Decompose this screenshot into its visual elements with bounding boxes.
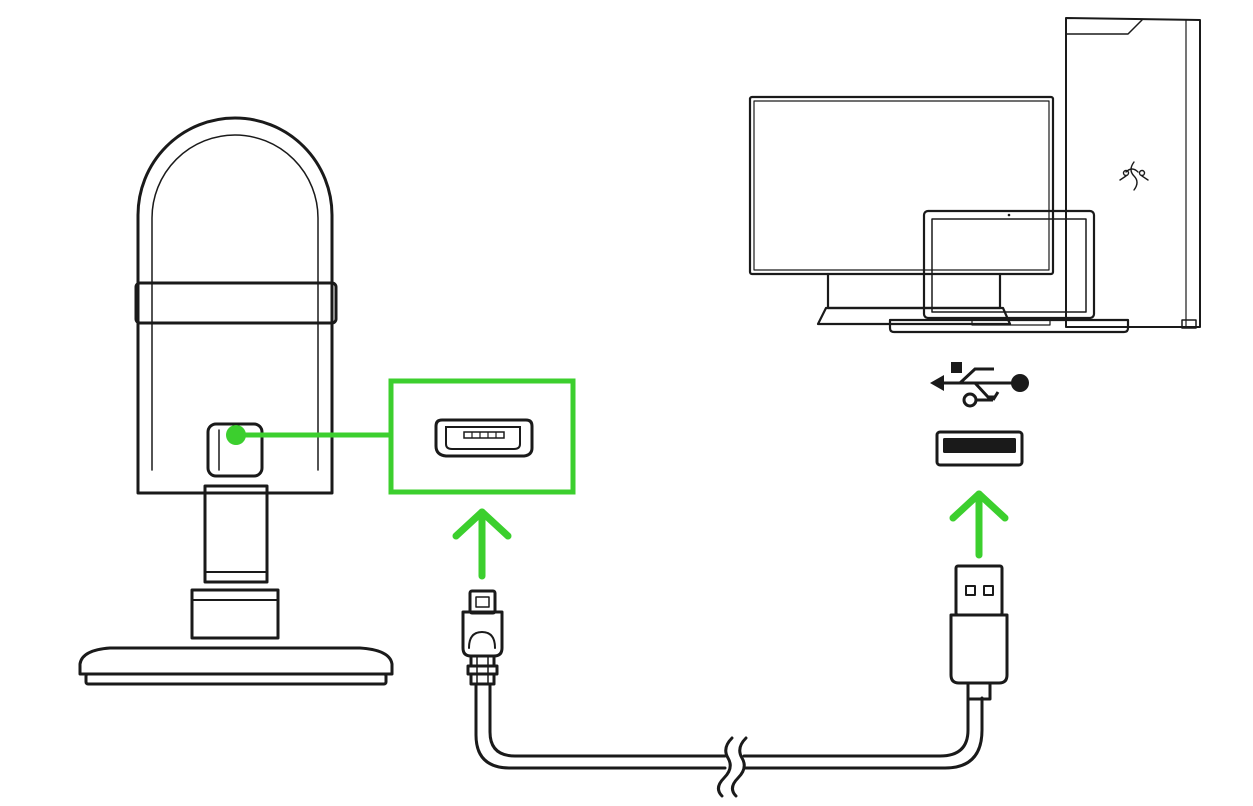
usb-cable-icon xyxy=(474,682,984,798)
port-location-dot xyxy=(226,425,246,445)
monitor-icon xyxy=(748,95,1055,326)
micro-usb-port-icon xyxy=(388,378,576,495)
usb-a-port-icon xyxy=(935,430,1024,467)
laptop-icon xyxy=(888,209,1130,334)
usb-symbol-icon xyxy=(930,362,1029,408)
port-callout xyxy=(226,425,392,445)
desktop-tower-icon xyxy=(1065,17,1201,329)
arrow-up-icon xyxy=(452,508,512,580)
micro-usb-plug-icon xyxy=(461,589,504,686)
microphone-icon xyxy=(78,116,394,686)
arrow-up-icon xyxy=(949,490,1009,559)
razer-logo xyxy=(1119,161,1149,191)
usb-a-plug-icon xyxy=(949,564,1009,701)
